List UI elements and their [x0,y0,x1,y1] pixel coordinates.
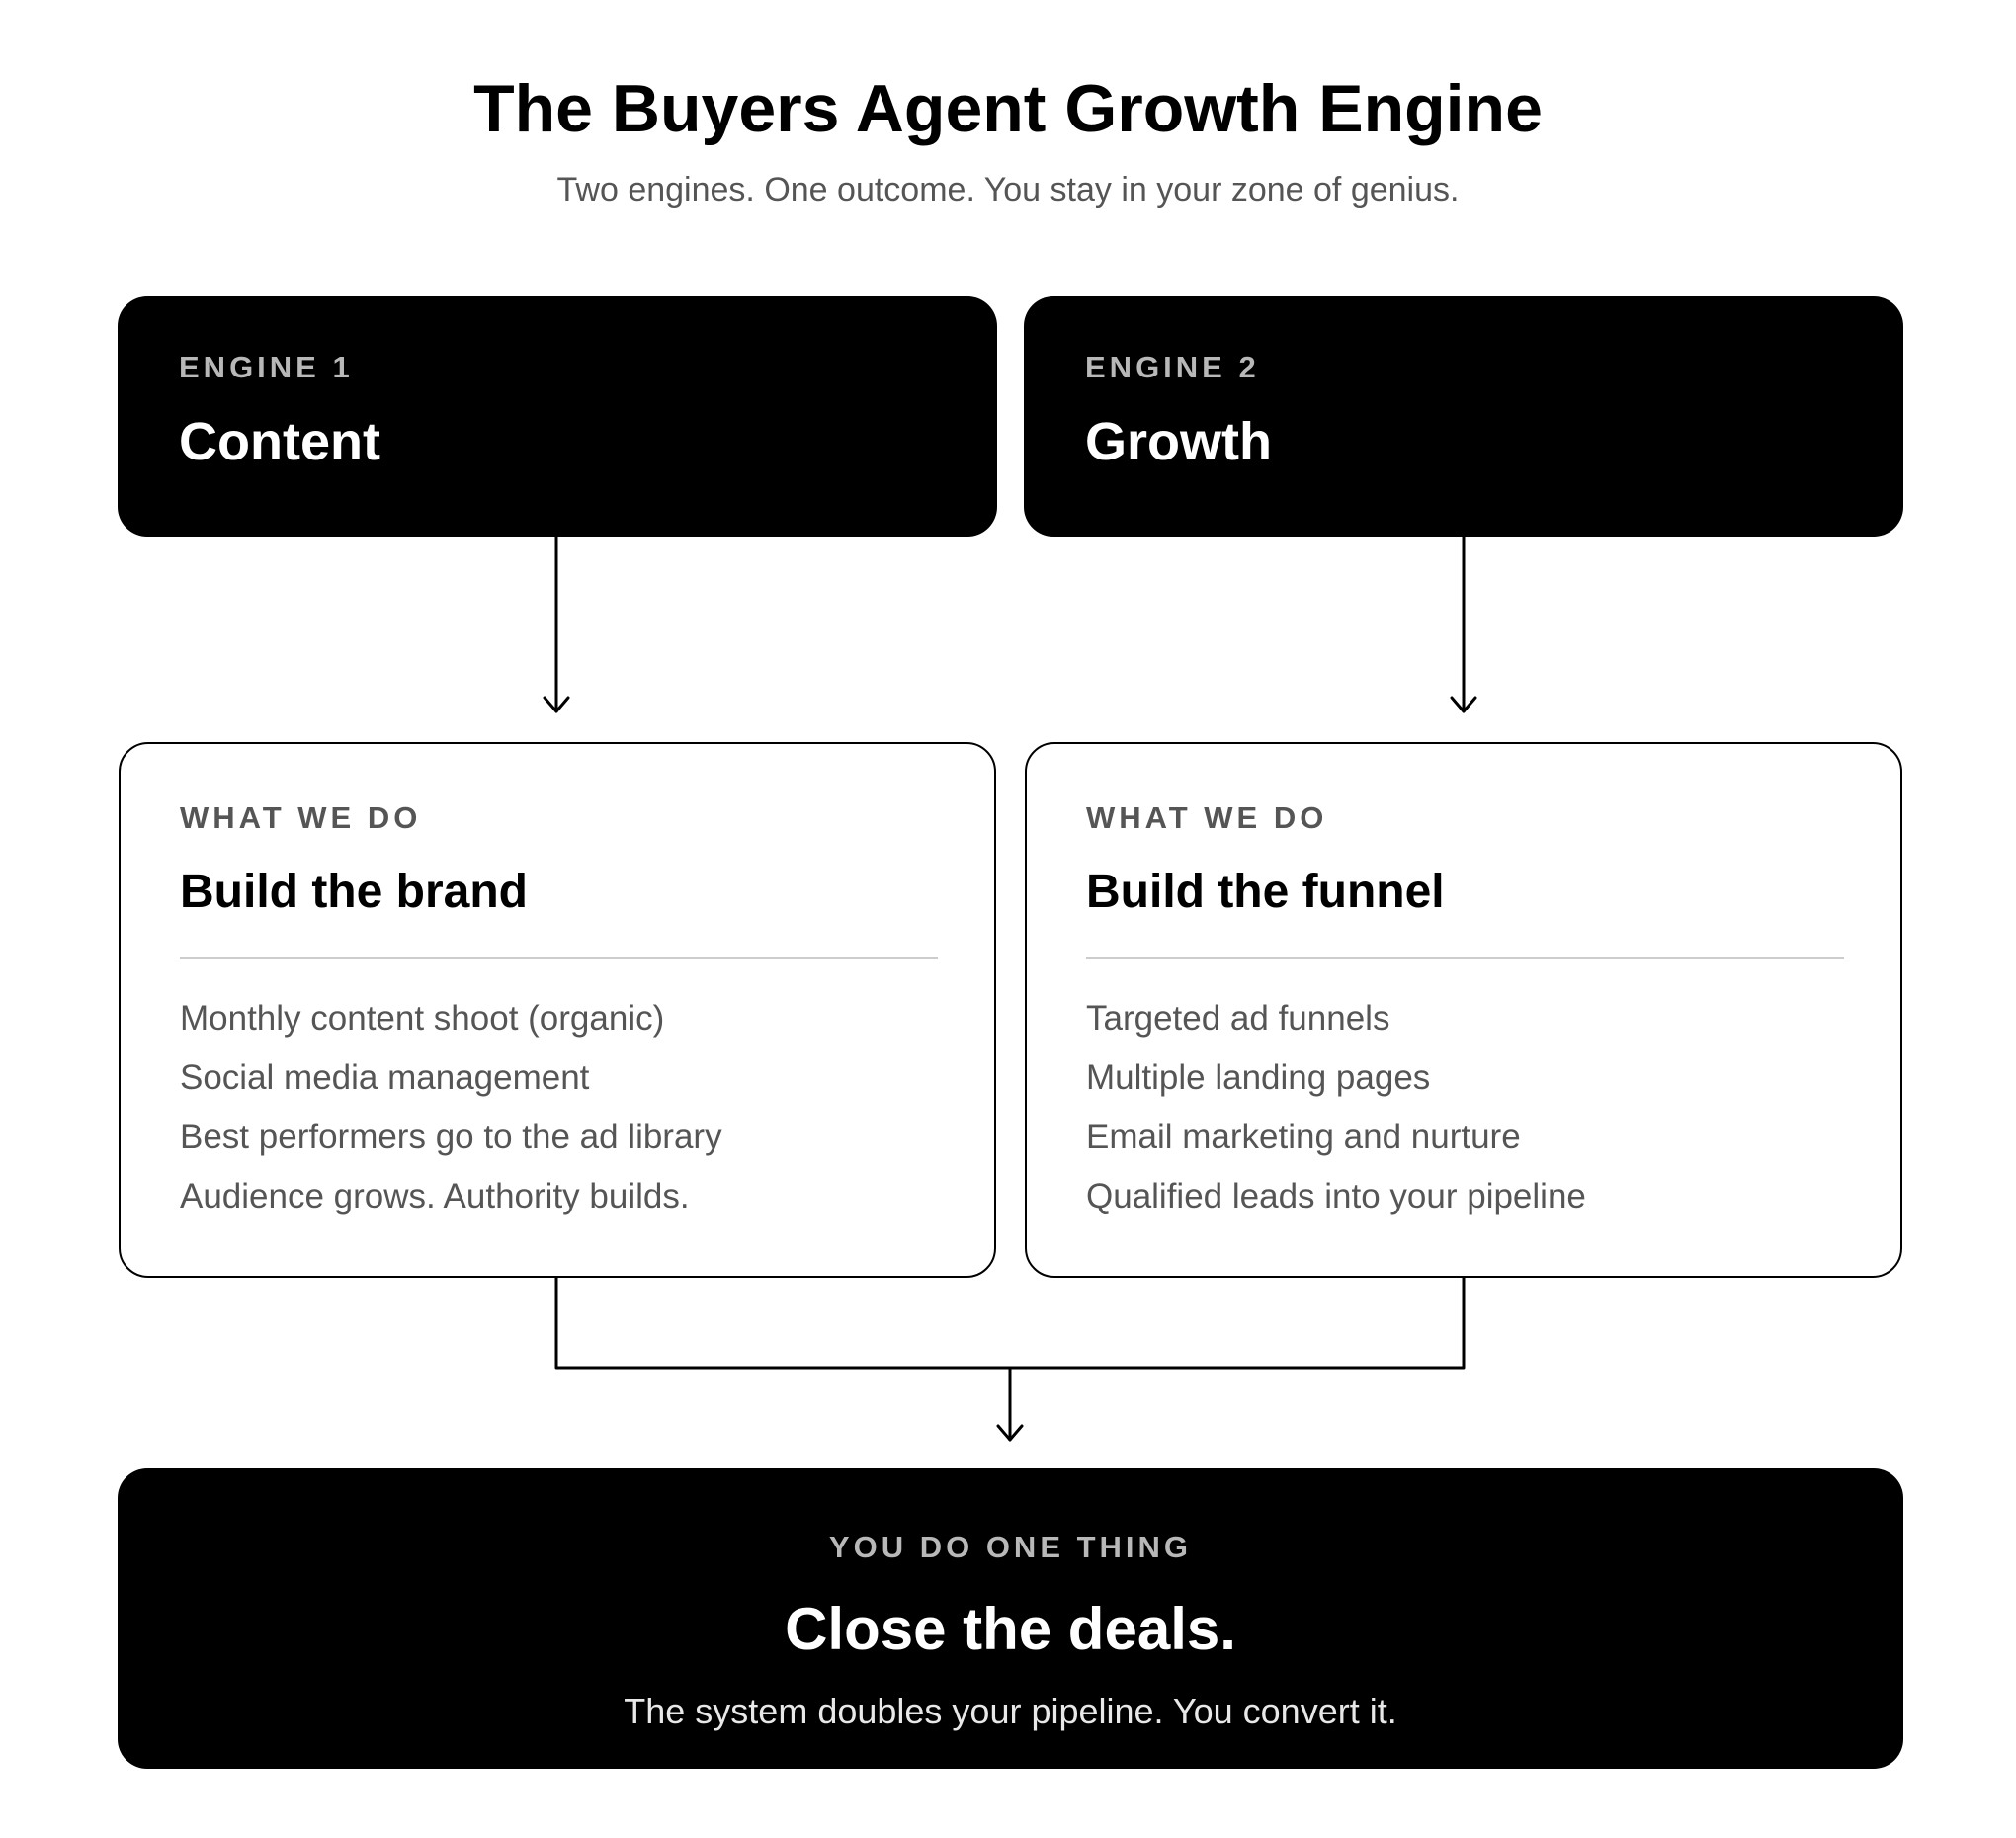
card-divider [1086,957,1844,959]
list-item: Multiple landing pages [1086,1058,1431,1097]
list-item: Monthly content shoot (organic) [180,999,665,1038]
engine-1-name: Content [179,412,380,471]
list-item: Email marketing and nurture [1086,1118,1521,1156]
arrowhead-engine-1 [543,696,570,713]
what-we-do-card-content: WHAT WE DO Build the brand Monthly conte… [119,742,996,1278]
list-item: Targeted ad funnels [1086,999,1390,1038]
list-item: Qualified leads into your pipeline [1086,1177,1586,1215]
diagram-subtitle: Two engines. One outcome. You stay in yo… [556,171,1460,209]
engine-2-kicker: ENGINE 2 [1085,350,1260,384]
card-item-list: Targeted ad funnels Multiple landing pag… [1086,989,1586,1226]
engine-1-box: ENGINE 1 Content [118,296,997,537]
card-heading: Build the brand [180,866,528,918]
outcome-note: The system doubles your pipeline. You co… [624,1691,1397,1731]
card-item-list: Monthly content shoot (organic) Social m… [180,989,722,1226]
outcome-kicker: YOU DO ONE THING [828,1530,1193,1564]
diagram-title: The Buyers Agent Growth Engine [473,71,1543,146]
outcome-headline: Close the deals. [785,1596,1236,1662]
card-kicker: WHAT WE DO [180,800,422,835]
engine-2-name: Growth [1085,412,1272,471]
card-heading: Build the funnel [1086,866,1445,918]
arrowhead-outcome [996,1424,1024,1442]
card-divider [180,957,938,959]
engine-1-kicker: ENGINE 1 [179,350,354,384]
merge-connector [554,1276,1466,1370]
what-we-do-card-growth: WHAT WE DO Build the funnel Targeted ad … [1025,742,1902,1278]
card-kicker: WHAT WE DO [1086,800,1328,835]
arrowhead-engine-2 [1450,696,1477,713]
list-item: Social media management [180,1058,590,1097]
engine-2-box: ENGINE 2 Growth [1024,296,1903,537]
list-item: Best performers go to the ad library [180,1118,722,1156]
outcome-box: YOU DO ONE THING Close the deals. The sy… [118,1468,1903,1769]
list-item: Audience grows. Authority builds. [180,1177,690,1215]
